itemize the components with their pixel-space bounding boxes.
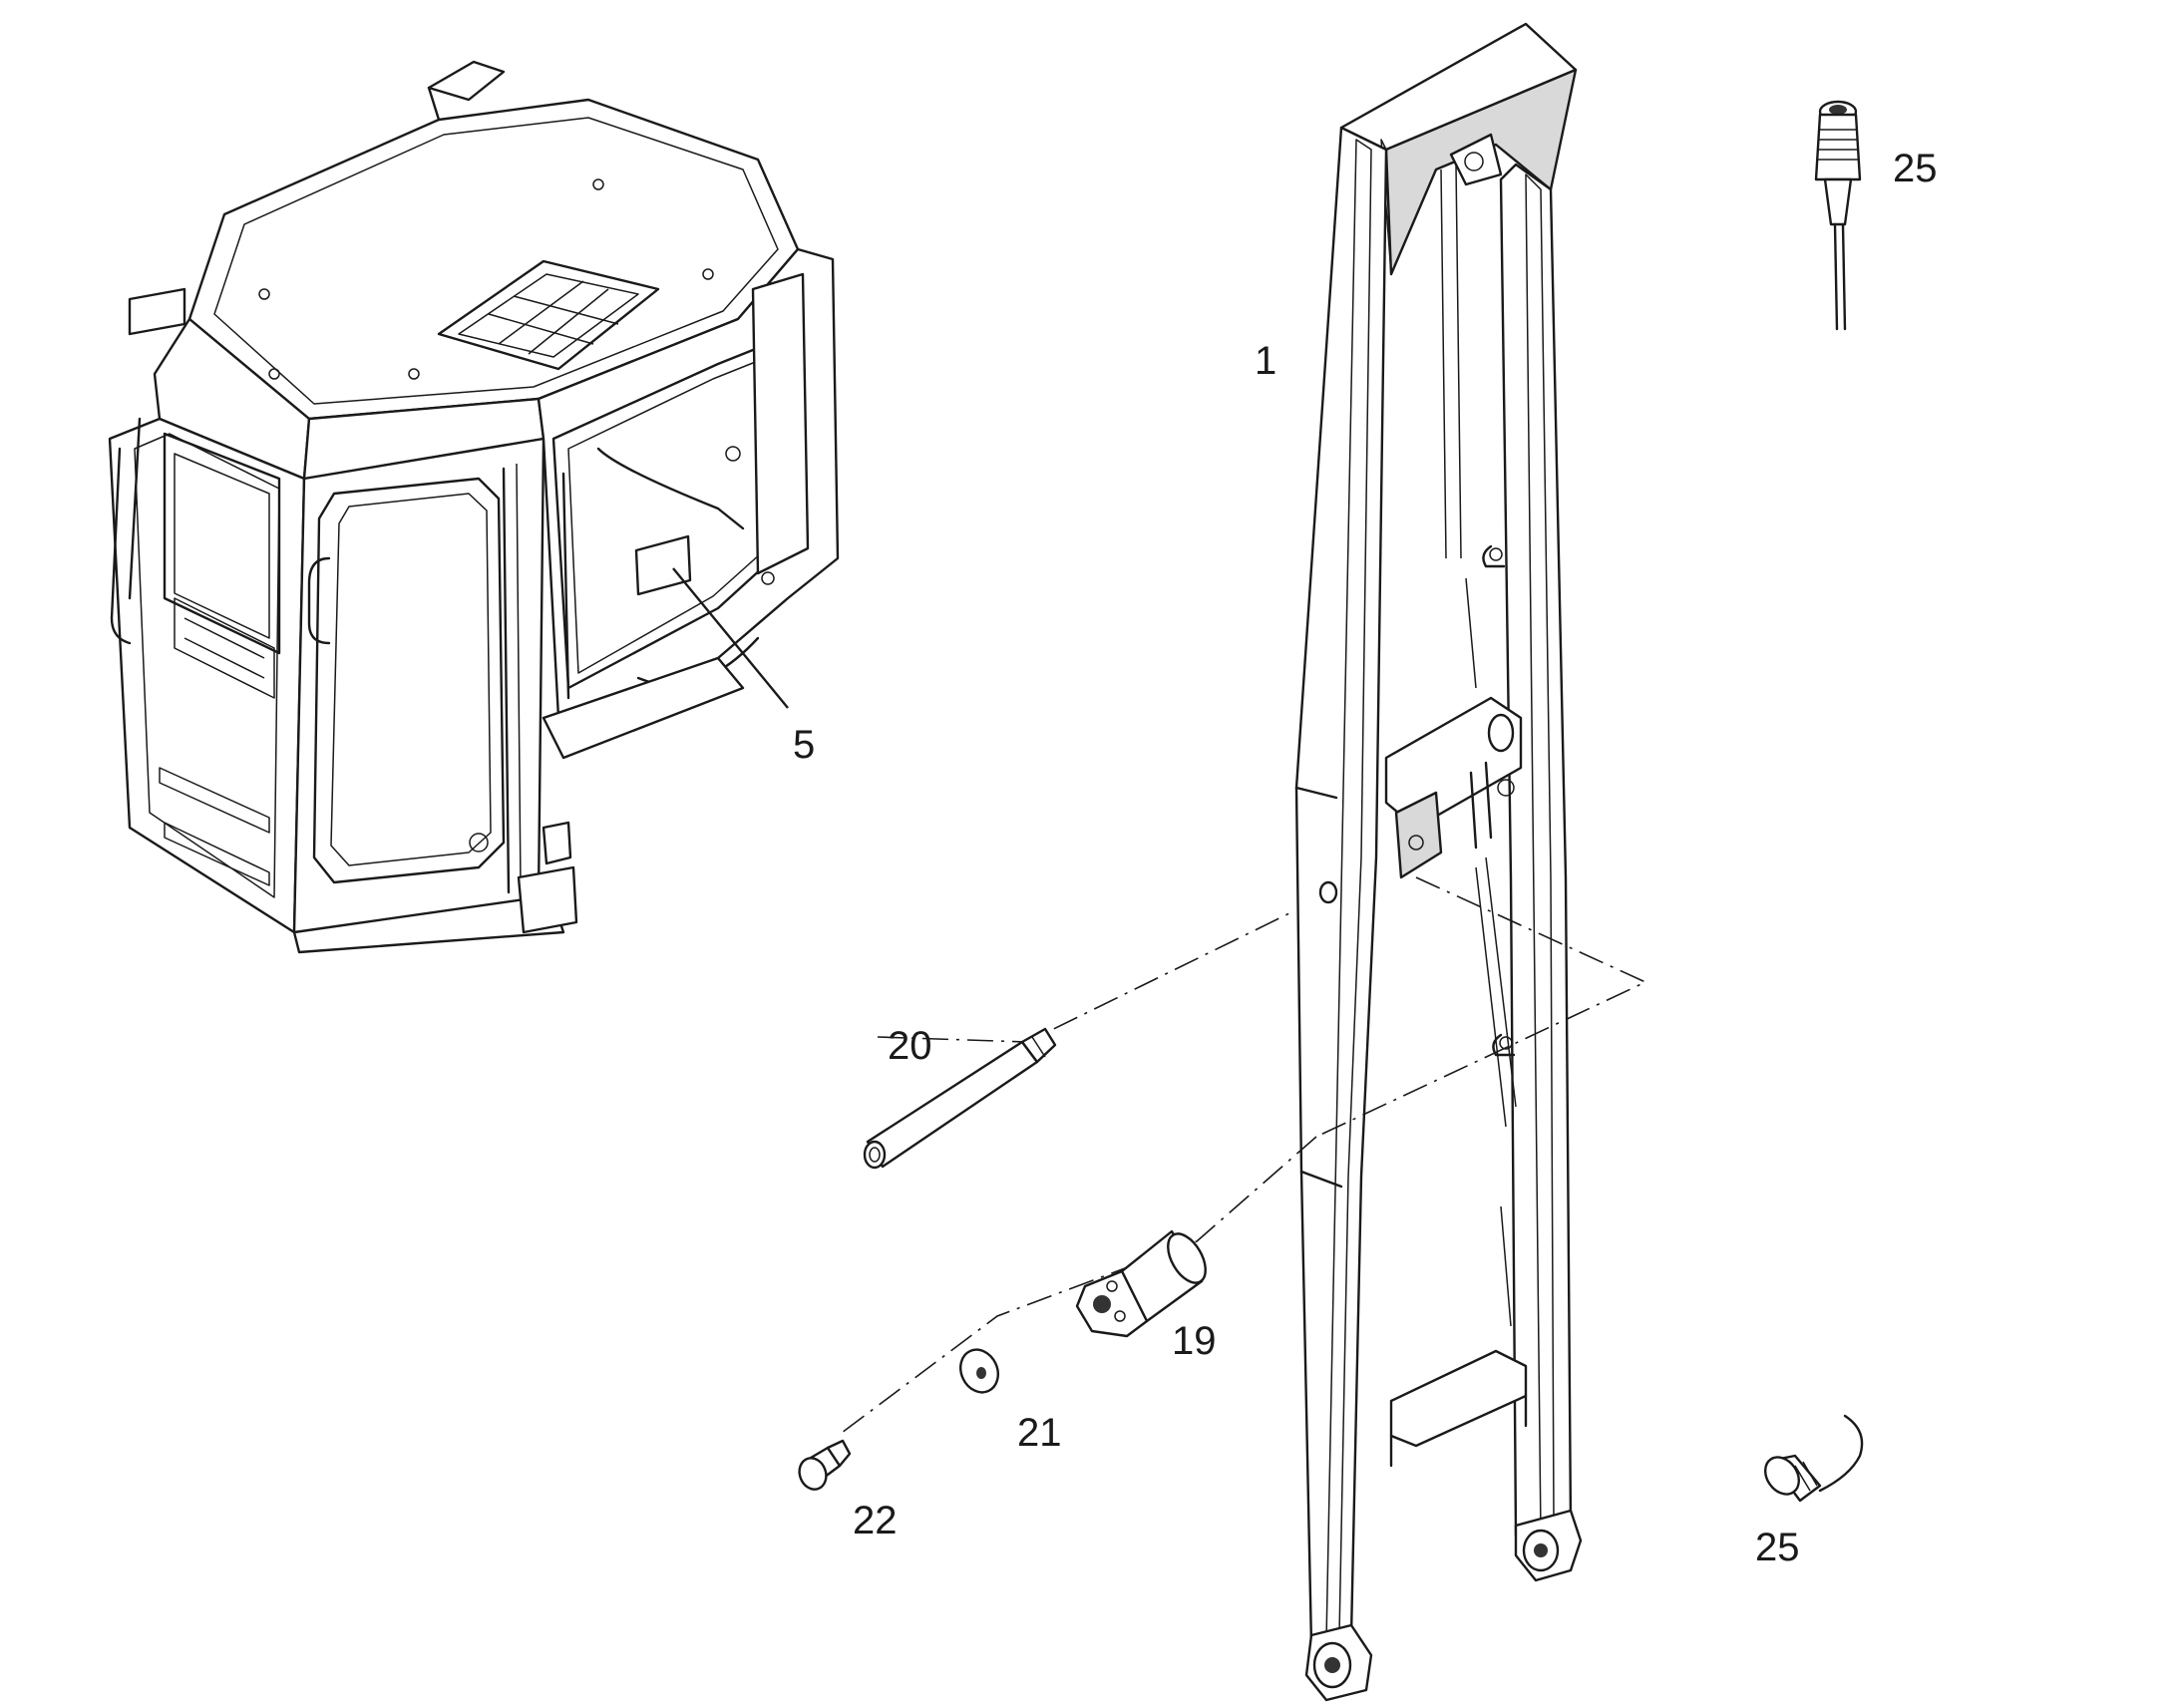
sensor-part-25-bottom [1763, 1414, 1864, 1503]
leader-line-5 [672, 567, 789, 709]
centerline-frame [1315, 876, 1647, 1138]
callout-21: 21 [1017, 1411, 1062, 1455]
bolt-part-22 [798, 1439, 852, 1491]
bushing-part-19 [1075, 1229, 1207, 1338]
callout-25-top: 25 [1893, 147, 1938, 190]
callout-25-bottom: 25 [1755, 1526, 1800, 1569]
washer-part-21 [959, 1348, 999, 1394]
pin-part-20 [863, 1027, 1057, 1170]
centerline-bushing [837, 1136, 1317, 1437]
sensor-part-25-top [1814, 100, 1862, 331]
mast-frame-part-1 [1294, 22, 1583, 1702]
operator-cab [108, 60, 840, 954]
decal-part-5 [634, 534, 692, 596]
callout-22: 22 [853, 1499, 898, 1542]
centerline-pin [877, 911, 1292, 1043]
callout-1: 1 [1255, 339, 1276, 383]
callout-20: 20 [888, 1024, 932, 1068]
callout-19: 19 [1172, 1319, 1217, 1363]
callout-5: 5 [793, 723, 815, 767]
